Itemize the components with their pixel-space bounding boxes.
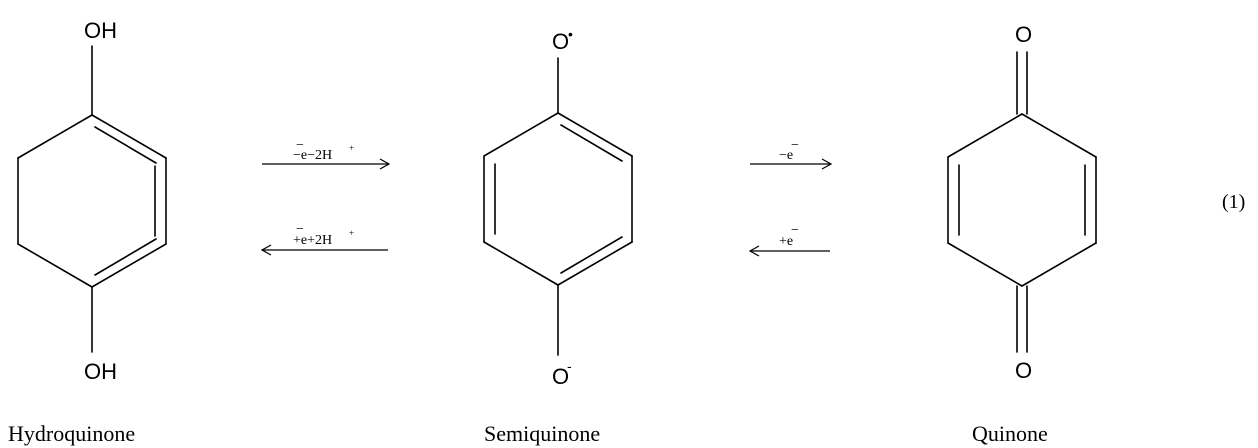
semiquinone-bottom-atom: O [552,364,569,389]
quinone-label: Quinone [972,421,1048,446]
oxidation-arrow-1-sup: + [349,143,354,153]
reduction-arrow-1-sup: + [349,228,354,238]
quinone-structure: O O [947,22,1097,383]
reduction-arrow-1-label: +e+2H [293,233,332,248]
reduction-arrow-2-label: +e [779,234,793,249]
hydroquinone-structure: OH OH [17,18,167,384]
oxidation-arrow-1-bar: − [296,138,304,153]
reduction-arrow-1-bar: − [296,222,304,237]
oxidation-arrow-1-label: −e−2H [293,148,332,163]
semiquinone-structure: O • O - [483,26,633,389]
oxidation-arrow-2: − −e [750,138,833,170]
semiquinone-label: Semiquinone [484,421,600,446]
semiquinone-charge: - [567,358,572,374]
oxidation-arrow-2-label: −e [779,148,793,163]
oxidation-arrow-1: − −e−2H + [262,138,391,170]
hydroquinone-bottom-atom: OH [84,359,117,384]
quinone-bottom-atom: O [1015,358,1032,383]
hydroquinone-top-atom: OH [84,18,117,43]
reduction-arrow-2-bar: − [791,223,799,238]
reduction-arrow-2: − +e [748,223,830,257]
semiquinone-top-atom: O [552,29,569,54]
quinone-top-atom: O [1015,22,1032,47]
semiquinone-radical-dot: • [568,26,573,42]
equation-number: (1) [1222,191,1245,213]
hydroquinone-label: Hydroquinone [8,421,135,446]
reduction-arrow-1: − +e+2H + [260,222,388,256]
oxidation-arrow-2-bar: − [791,138,799,153]
